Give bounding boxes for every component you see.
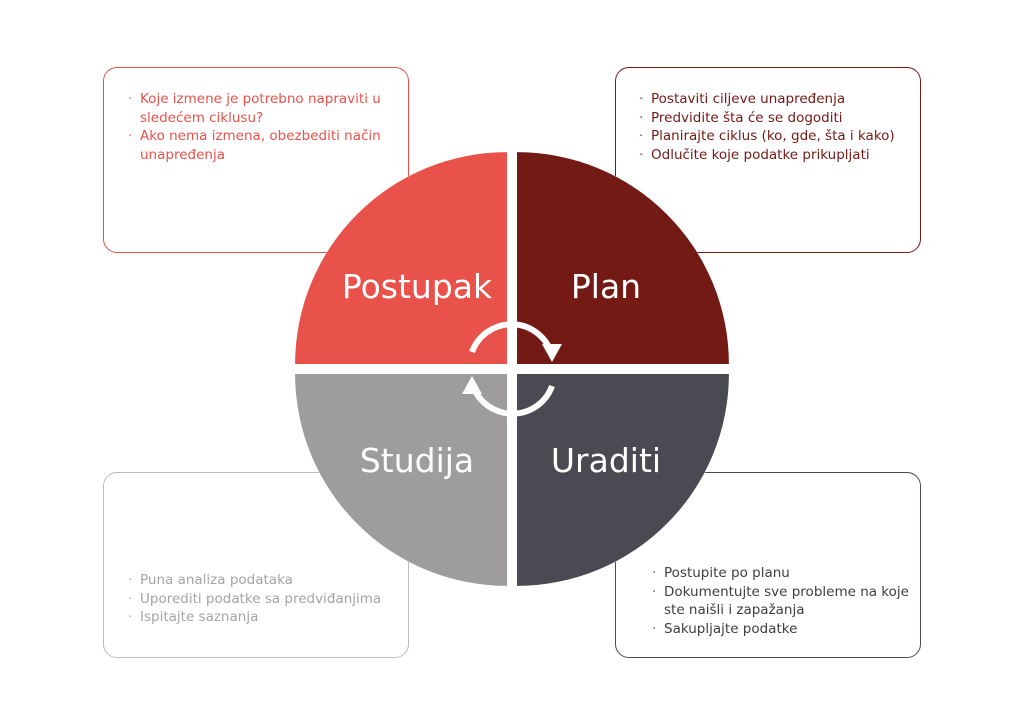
list-item: Koje izmene je potrebno napraviti u sled… [128, 90, 398, 127]
act-label: Postupak [342, 267, 493, 306]
list-item: Postupite po planu [652, 564, 917, 583]
list-item: Sakupljajte podatke [652, 620, 917, 639]
list-item: Uporediti podatke sa predviđanjima [128, 590, 398, 609]
quadrant-do [517, 374, 729, 586]
cycle-arrows-icon [469, 321, 555, 417]
list-item: Ako nema izmena, obezbediti način unapre… [128, 127, 398, 164]
study-label: Studija [360, 441, 474, 480]
list-item: Odlučite koje podatke prikupljati [639, 146, 909, 165]
list-item: Postaviti ciljeve unapređenja [639, 90, 909, 109]
list-item: Planirajte ciklus (ko, gde, šta i kako) [639, 127, 909, 146]
quadrant-act [295, 152, 507, 364]
list-item: Ispitajte saznanja [128, 608, 398, 627]
list-item: Dokumentujte sve probleme na koje ste na… [652, 583, 917, 620]
quadrant-plan [517, 152, 729, 364]
act-box: Koje izmene je potrebno napraviti u sled… [103, 67, 409, 253]
list-item: Predvidite šta će se dogoditi [639, 109, 909, 128]
quadrant-study [295, 374, 507, 586]
plan-label: Plan [571, 267, 641, 306]
do-label: Uraditi [551, 441, 661, 480]
list-item: Puna analiza podataka [128, 571, 398, 590]
